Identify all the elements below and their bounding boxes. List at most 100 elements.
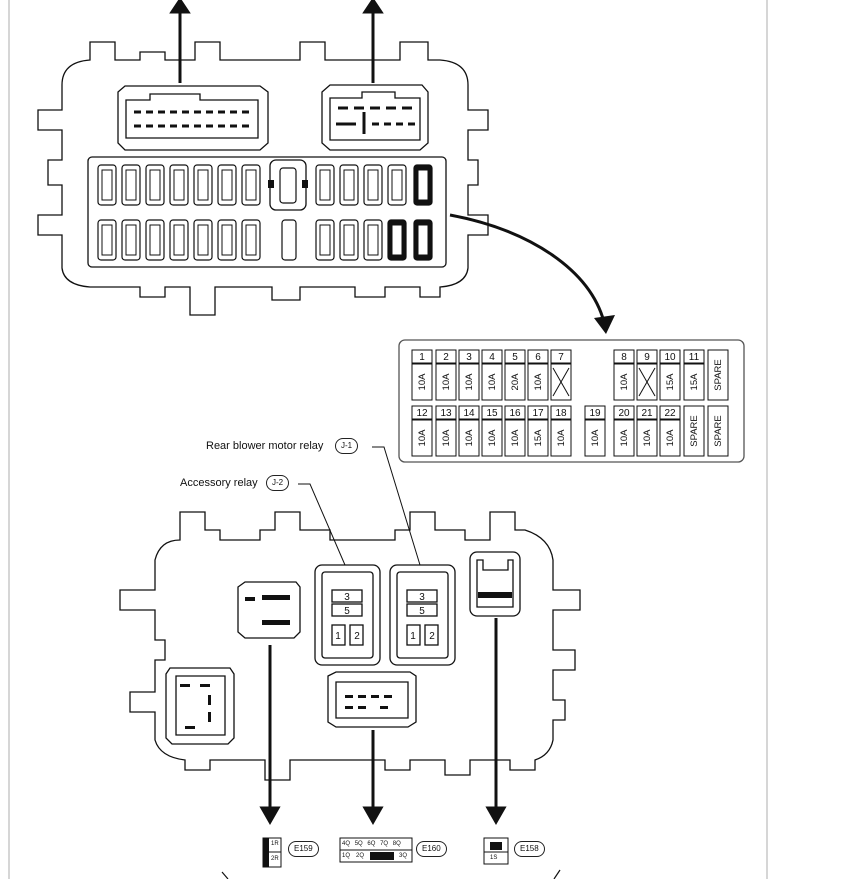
- fuse-rating: 20A: [510, 373, 521, 391]
- fuse-rating: 15A: [665, 373, 676, 391]
- fuse-rating-box: [458, 419, 480, 457]
- fuse-num-box: [435, 349, 457, 364]
- fuse-number: 8: [621, 352, 627, 363]
- fuse-num-box: [411, 405, 433, 420]
- fuse-rating-box: [481, 419, 503, 457]
- upper-fuse-slot-inner: [319, 169, 331, 201]
- rear-blower-relay-label: Rear blower motor relay: [206, 440, 324, 452]
- e160-pin-1q: 1Q: [342, 853, 351, 859]
- fuse-number: 20: [618, 408, 630, 419]
- center-relay-pin: [302, 180, 308, 188]
- fuse-bottom-row-cell: 19 10A: [584, 405, 606, 457]
- upper-fuse-slot-inner: [391, 169, 403, 201]
- fuse-rating-box: [435, 419, 457, 457]
- e160-pin-2q: 2Q: [356, 853, 365, 859]
- fuse-rating: 15A: [533, 429, 544, 447]
- fuse-rating: 10A: [590, 429, 601, 447]
- fuse-num-box: [458, 405, 480, 420]
- fuse-number: 22: [664, 408, 676, 419]
- fuse-rating-box: [613, 419, 635, 457]
- upper-fuse-slot-inner: [197, 224, 209, 256]
- relay-j1-pin-2: 2: [429, 631, 435, 642]
- upper-fuse-block: [37, 41, 489, 316]
- upper-fuse-slot: [217, 164, 237, 206]
- fuse-top-row-cell: 6 10A: [527, 349, 549, 401]
- empty-slot-cross: [638, 367, 656, 397]
- upper-connector-pins: [134, 106, 415, 134]
- e160-pin-4q: 4Q: [342, 841, 351, 847]
- fuse-number: 17: [532, 408, 544, 419]
- fuse-rating-box: [707, 405, 729, 457]
- fuse-rating-box: [659, 419, 681, 457]
- fuse-rating-box: [707, 349, 729, 401]
- connector-face-fills: [263, 838, 502, 867]
- e160-pin-7q: 7Q: [380, 841, 389, 847]
- e160-pins-top: 4Q 5Q 6Q 7Q 8Q: [342, 841, 401, 848]
- fuse-number: 5: [512, 352, 518, 363]
- fuse-rating: 15A: [689, 373, 700, 391]
- fuse-num-box: [481, 405, 503, 420]
- fuse-rating: 10A: [533, 373, 544, 391]
- upper-fuse-slot-inner: [417, 169, 429, 201]
- fuse-rating: 10A: [556, 429, 567, 447]
- upper-fuse-slot-inner: [221, 169, 233, 201]
- fuse-rating: SPARE: [713, 415, 724, 447]
- upper-fuse-slot: [193, 219, 213, 261]
- upper-fuse-slot-inner: [343, 169, 355, 201]
- fuse-rating-box: [636, 419, 658, 457]
- fuse-num-box: [584, 405, 606, 420]
- fuse-rating-box: [411, 363, 433, 401]
- fuse-rating-box: [683, 405, 705, 457]
- upper-fuse-slot-inner: [149, 169, 161, 201]
- upper-fuse-slots: [97, 164, 433, 261]
- upper-fuse-slot-inner: [343, 224, 355, 256]
- upper-fuse-slot-inner: [417, 224, 429, 256]
- upper-fuse-slot: [145, 164, 165, 206]
- e158-pin-1s: 1S: [490, 855, 498, 861]
- upper-fuse-slot: [315, 164, 335, 206]
- fuse-number: 19: [589, 408, 601, 419]
- fuse-rating: 10A: [464, 429, 475, 447]
- upper-fuse-slot-inner: [319, 224, 331, 256]
- upper-fuse-slot-inner: [173, 224, 185, 256]
- relay-j1-pin-5: 5: [419, 606, 425, 617]
- upper-fuse-slot-inner: [125, 169, 137, 201]
- relay-j2-pin-1: 1: [335, 631, 341, 642]
- fuse-number: 2: [443, 352, 449, 363]
- fuse-top-row-cell: 7: [550, 349, 572, 401]
- fuse-table-arrowhead: [594, 315, 615, 334]
- relay-j2-pin-3: 3: [344, 592, 350, 603]
- lower-relay-block: [119, 511, 581, 781]
- upper-arrows: [169, 0, 384, 83]
- fuse-number: 6: [535, 352, 541, 363]
- fuse-rating-box: [435, 363, 457, 401]
- fuse-top-row-cell: 10 15A: [659, 349, 681, 401]
- upper-fuse-slot: [315, 219, 335, 261]
- upper-fuse-slot: [241, 164, 261, 206]
- fuse-rating: SPARE: [689, 415, 700, 447]
- fuse-number: 13: [440, 408, 452, 419]
- center-fuse-slot: [281, 219, 297, 261]
- fuse-rating: 10A: [417, 373, 428, 391]
- fuse-number: 10: [664, 352, 676, 363]
- fuse-rating-box: [481, 363, 503, 401]
- fuse-number: 15: [486, 408, 498, 419]
- relay-j2-pin-5: 5: [344, 606, 350, 617]
- fuse-rating: 10A: [417, 429, 428, 447]
- fuse-rating: 10A: [487, 373, 498, 391]
- fuse-rating-box: [458, 363, 480, 401]
- fuse-number: 3: [466, 352, 472, 363]
- upper-fuse-slot-inner: [149, 224, 161, 256]
- upper-fuse-slot: [217, 219, 237, 261]
- upper-fuse-slot: [363, 164, 383, 206]
- bottom-lead-lines: [221, 869, 561, 879]
